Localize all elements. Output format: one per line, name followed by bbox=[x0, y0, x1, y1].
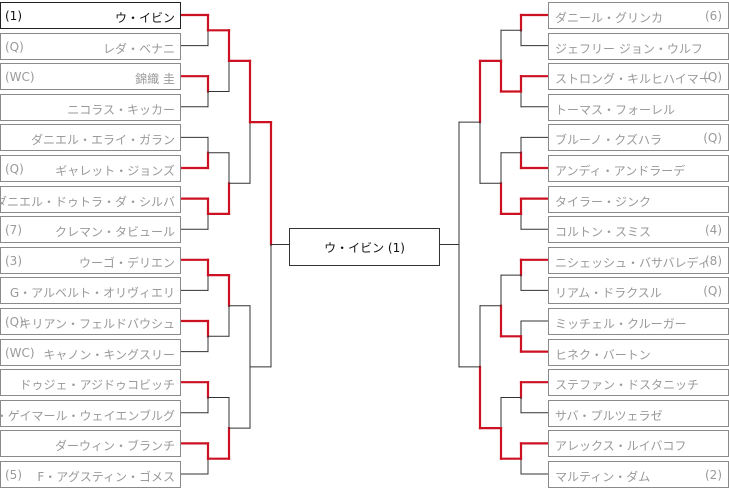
seed-label: (7) bbox=[5, 223, 22, 238]
player-box: (2) マルティン・ダム bbox=[548, 461, 729, 488]
player-name: リアム・ドラクスル bbox=[555, 286, 662, 301]
seed-label: (6) bbox=[705, 9, 722, 23]
seed-label: (WC) bbox=[5, 345, 35, 360]
champion-name: ウ・イビン (1) bbox=[324, 240, 405, 255]
player-box: (Q) リアム・ドラクスル bbox=[548, 277, 729, 305]
seed-label: (8) bbox=[705, 253, 722, 268]
player-name: タイラー・ジンク bbox=[555, 194, 652, 209]
player-box: (6) ダニール・グリンカ bbox=[548, 2, 729, 29]
player-name: アンディ・アンドラーデ bbox=[555, 164, 686, 178]
player-name: レダ・ベナニ bbox=[102, 41, 175, 56]
player-name: ニコラス・キッカー bbox=[67, 102, 175, 117]
player-name: アレックス・ルイバコフ bbox=[555, 439, 687, 454]
player-name: トーマス・フォーレル bbox=[555, 102, 676, 117]
player-name: キリアン・フェルドバウシュ bbox=[19, 317, 175, 331]
player-name: ウ・イビン bbox=[114, 11, 175, 25]
seed-label: (Q) bbox=[703, 70, 722, 85]
player-box: (Q) レダ・ベナニ bbox=[0, 32, 181, 60]
player-box: (4) コルトン・スミス bbox=[548, 216, 729, 244]
champion-box: ウ・イビン (1) bbox=[289, 228, 440, 266]
player-box: ステファン・ドスタニッチ bbox=[548, 369, 729, 397]
player-name: ドゥジェ・アジドゥコビッチ bbox=[19, 378, 175, 393]
player-box: (8)ニシェッシュ・バサバレディ bbox=[548, 246, 729, 274]
seed-label: (3) bbox=[5, 253, 22, 268]
player-box: ダニエル・エライ・ガラン bbox=[0, 124, 181, 152]
player-name: ヒネク・バートン bbox=[555, 347, 651, 362]
seed-label: (1) bbox=[5, 9, 22, 23]
seed-label: (2) bbox=[705, 468, 722, 482]
player-name: ウーゴ・デリエン bbox=[78, 255, 175, 270]
player-box: ヒネク・バートン bbox=[548, 338, 729, 366]
seed-label: (Q) bbox=[5, 315, 24, 329]
player-box: (Q)ストロング・キルヒハイマー bbox=[548, 63, 729, 91]
player-name: ブルーノ・クズハラ bbox=[555, 133, 663, 148]
seed-label: (WC) bbox=[5, 70, 35, 85]
player-name: ステファン・ドスタニッチ bbox=[555, 378, 700, 393]
seed-label: (Q) bbox=[5, 162, 24, 176]
player-box: G・アルベルト・オリヴィエリ bbox=[0, 277, 181, 305]
player-name: 錦織 圭 bbox=[135, 72, 175, 87]
player-name: F・アグスティン・ゴメス bbox=[37, 470, 175, 484]
player-box: ダーウィン・ブランチ bbox=[0, 430, 181, 458]
player-name: ギャレット・ジョンズ bbox=[55, 164, 175, 178]
player-box: アレックス・ルイバコフ bbox=[548, 430, 729, 458]
player-box: (5) F・アグスティン・ゴメス bbox=[0, 461, 181, 488]
player-name: G・アルベルト・オリヴィエリ bbox=[9, 286, 175, 301]
player-box: ダニエル・ドゥトラ・ダ・シルバ bbox=[0, 185, 181, 213]
player-name: ダーウィン・ブランチ bbox=[54, 439, 175, 454]
player-box: (WC) キャノン・キングスリー bbox=[0, 338, 181, 366]
player-box: (7) クレマン・タビュール bbox=[0, 216, 181, 244]
seed-label: (Q) bbox=[5, 39, 24, 54]
seed-label: (5) bbox=[5, 468, 22, 482]
player-box: (Q) ギャレット・ジョンズ bbox=[0, 155, 181, 182]
player-name: S・ゲイマール・ウェイエンブルグ bbox=[0, 408, 175, 423]
player-box: (3) ウーゴ・デリエン bbox=[0, 246, 181, 274]
player-box: タイラー・ジンク bbox=[548, 185, 729, 213]
player-box: サバ・プルツェラゼ bbox=[548, 399, 729, 427]
seed-label: (Q) bbox=[703, 284, 722, 299]
player-box: (Q) ブルーノ・クズハラ bbox=[548, 124, 729, 152]
player-name: キャノン・キングスリー bbox=[43, 347, 175, 362]
player-name: マルティン・ダム bbox=[555, 470, 651, 484]
player-box: ニコラス・キッカー bbox=[0, 93, 181, 121]
player-name: ダニエル・エライ・ガラン bbox=[30, 133, 175, 148]
player-name: ミッチェル・クルーガー bbox=[555, 317, 687, 331]
player-box: S・ゲイマール・ウェイエンブルグ bbox=[0, 399, 181, 427]
seed-label: (4) bbox=[705, 223, 722, 238]
player-box: ミッチェル・クルーガー bbox=[548, 308, 729, 335]
seed-label: (Q) bbox=[703, 131, 722, 146]
player-name: ダニール・グリンカ bbox=[555, 11, 664, 25]
player-name: サバ・プルツェラゼ bbox=[555, 408, 663, 423]
player-name: ニシェッシュ・バサバレディ bbox=[555, 255, 710, 270]
player-box: トーマス・フォーレル bbox=[548, 93, 729, 121]
player-name: ジェフリー ジョン・ウルフ bbox=[555, 41, 703, 56]
player-box: ジェフリー ジョン・ウルフ bbox=[548, 32, 729, 60]
player-name: ダニエル・ドゥトラ・ダ・シルバ bbox=[0, 194, 175, 209]
player-box: (Q)キリアン・フェルドバウシュ bbox=[0, 308, 181, 335]
player-box: アンディ・アンドラーデ bbox=[548, 155, 729, 182]
player-box: (1) ウ・イビン bbox=[0, 2, 181, 29]
player-name: ストロング・キルヒハイマー bbox=[555, 72, 711, 87]
player-name: コルトン・スミス bbox=[555, 225, 652, 240]
player-box: ドゥジェ・アジドゥコビッチ bbox=[0, 369, 181, 397]
player-box: (WC) 錦織 圭 bbox=[0, 63, 181, 91]
player-name: クレマン・タビュール bbox=[54, 225, 175, 240]
